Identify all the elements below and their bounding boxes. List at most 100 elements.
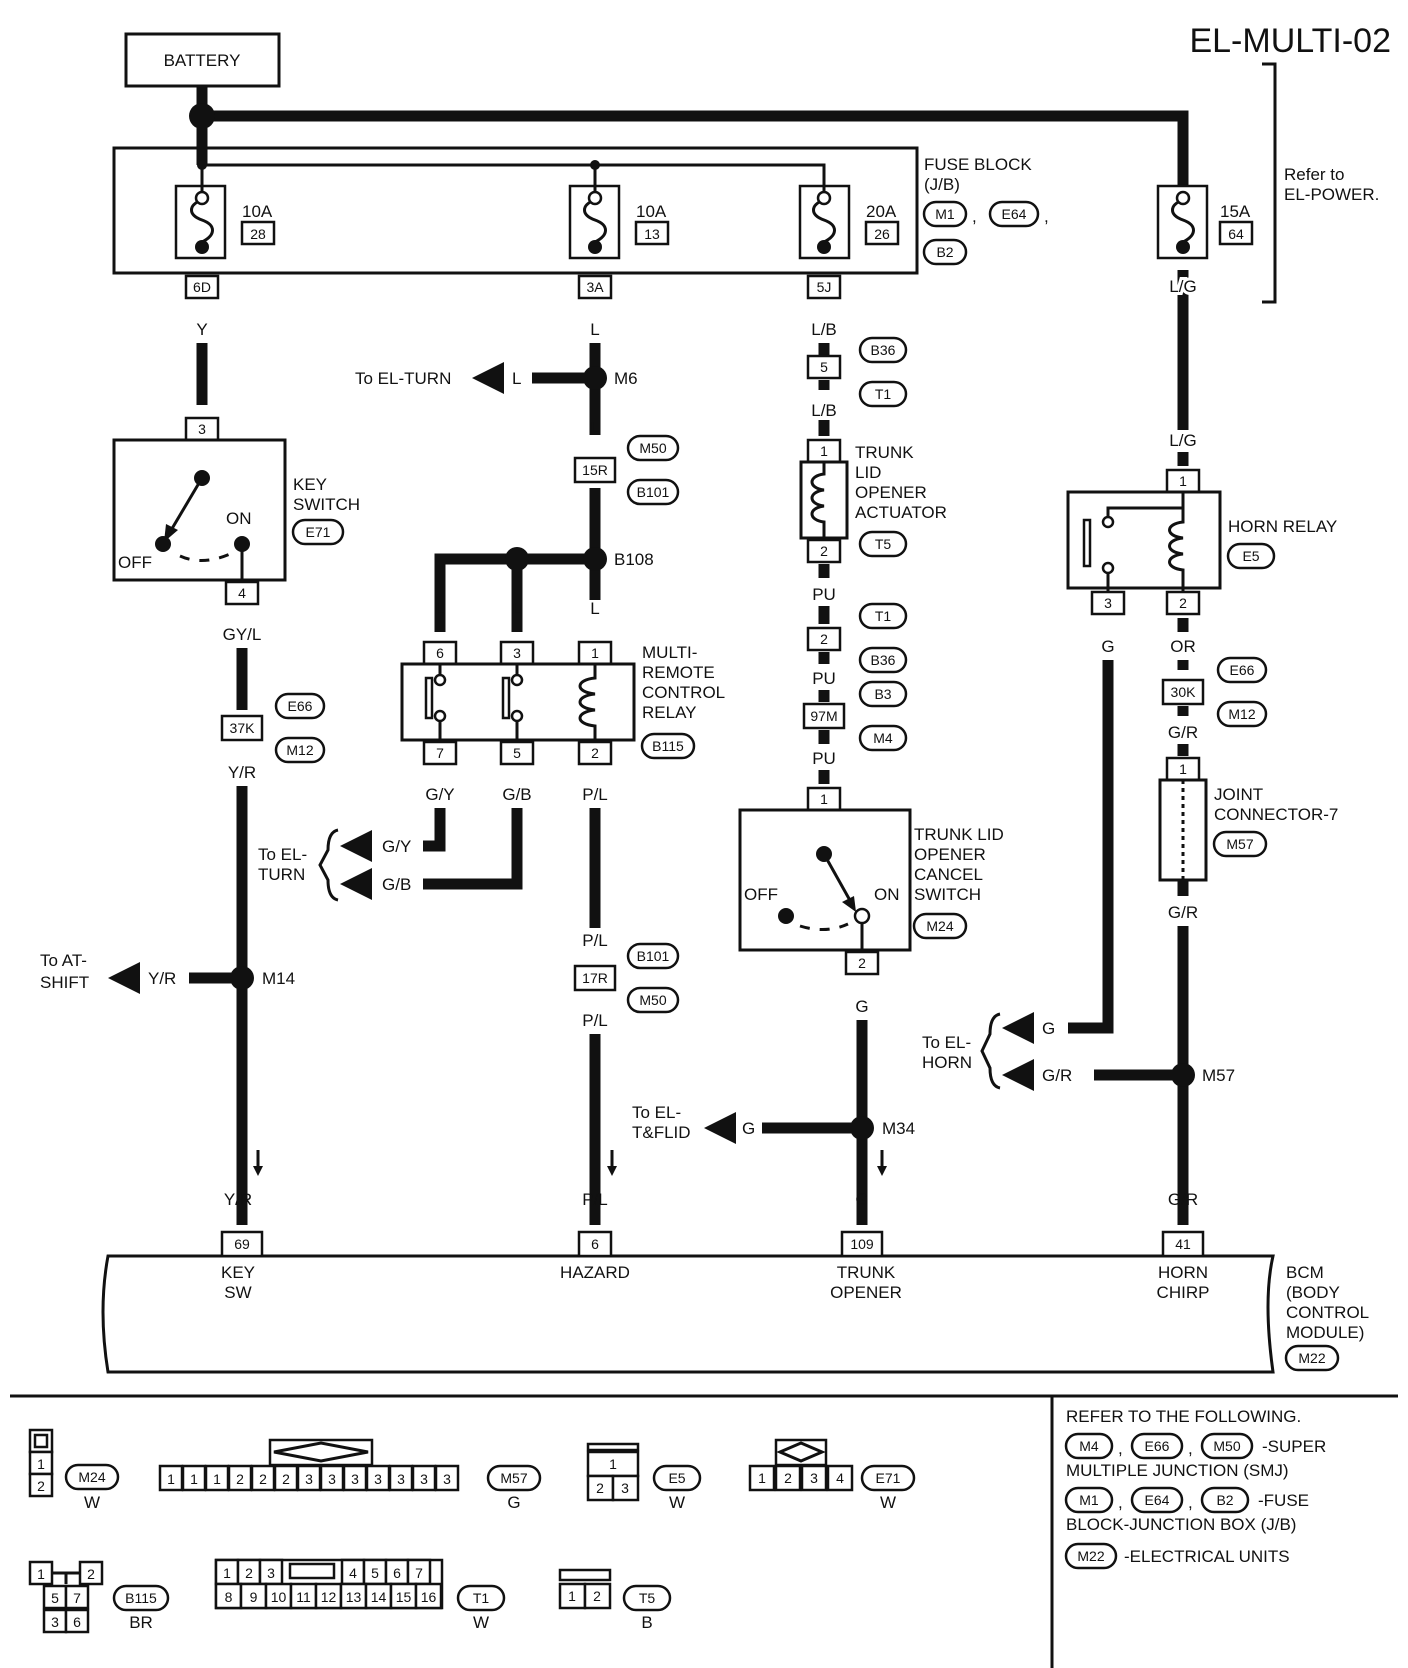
wire-l-1: L [590,320,599,339]
fuse-28: 10A 28 [174,175,276,260]
legend-m24-color: W [84,1493,100,1512]
joint-label-2: CONNECTOR-7 [1214,805,1338,824]
junction-m34: M34 [882,1119,915,1138]
diagram-title: EL-MULTI-02 [1189,22,1391,60]
wire-pu-2: PU [812,669,836,688]
bcm-label-4: MODULE) [1286,1323,1364,1342]
joint-ref: M57 [1226,836,1253,852]
legend-b115-pin-1: 1 [37,1566,45,1582]
cancel-on: ON [874,885,900,904]
key-switch-label-2: SWITCH [293,495,360,514]
legend-m57-pin: 1 [213,1471,221,1487]
bcm: 69 6 109 41 KEY SW HAZARD TRUNK OPENER H… [101,1230,1369,1374]
key-switch-label-1: KEY [293,475,327,494]
wire-yr-branch: Y/R [148,969,176,988]
legend-t1-pin: 11 [296,1589,311,1605]
horn-relay-pin-1: 1 [1179,473,1187,489]
wire-pl-4: P/L [582,1190,608,1209]
legend-e71: 1 2 3 4 E71 W [748,1438,916,1512]
smj-17r-label: 17R [582,970,608,986]
smj-97m: 97M B3 M4 [802,680,908,752]
term-6d: 6D [184,274,220,300]
bcm-label-3: CONTROL [1286,1303,1369,1322]
legend-m57-pin: 3 [420,1471,428,1487]
smj-37k-ref-1: E66 [288,698,313,714]
fuse-block: FUSE BLOCK (J/B) [112,116,1032,275]
legend-m57-color: G [507,1493,520,1512]
joint-pin: 1 [1179,761,1187,777]
battery-label: BATTERY [164,51,241,70]
legend-m57-pin: 2 [282,1471,290,1487]
legend-t1-key-slot [288,1562,336,1580]
legend-b115-pin-6: 6 [73,1614,81,1630]
legend-m57-pin: 1 [167,1471,175,1487]
relay-label-1: MULTI- [642,643,697,662]
wire-gr-3: G/R [1168,1190,1198,1209]
refer-jb-e64: E64 [1145,1492,1170,1508]
legend-m24-pin-1: 1 [37,1456,45,1472]
wire-lb-1: L/B [811,320,837,339]
refer-power-1: Refer to [1284,165,1344,184]
multi-remote-relay: 6 3 1 7 5 2 MULTI- REMOTE CONTROL RELAY … [400,640,725,766]
bcm-label-hazard: HAZARD [560,1263,630,1282]
bcm-pin-69: 69 [234,1236,250,1252]
smj-30k-label: 30K [1171,684,1197,700]
wire-gb-branch: G/B [382,875,411,894]
conn-2-ref-1: T1 [875,608,892,624]
legend-e71-color: W [880,1493,896,1512]
joint-label-1: JOINT [1214,785,1263,804]
conn-5-b36: 5 B36 T1 [806,336,908,408]
junction-m57: M57 [1202,1066,1235,1085]
legend-m24-ref: M24 [78,1469,105,1485]
fuse-64: 15A 64 [1156,184,1254,260]
bcm-label-trunk-1: TRUNK [837,1263,896,1282]
legend-e71-ref: E71 [876,1470,901,1486]
cancel-label-3: CANCEL [914,865,983,884]
wire-l-r2: L [512,599,521,618]
wire-gyl: GY/L [223,625,262,644]
horn-relay-pin-3: 3 [1104,595,1112,611]
legend-m57-pin: 3 [374,1471,382,1487]
svg-text:,: , [1044,207,1049,226]
wire-yr-1: Y/R [228,763,256,782]
bcm-label-1: BCM [1286,1263,1324,1282]
legend-b115-pin-2: 2 [87,1566,95,1582]
term-5j-label: 5J [817,279,832,295]
horn-relay: 1 3 2 HORN RELAY E5 [1066,468,1337,616]
legend-e71-pin-3: 3 [810,1470,818,1486]
conn-2-label: 2 [820,631,828,647]
conn-5-ref-1: B36 [871,342,896,358]
actuator-pin-1: 1 [820,443,828,459]
legend-m57-pin: 3 [328,1471,336,1487]
to-el-turn-1: To EL- [258,845,307,864]
wire-lg-2: L/G [1169,431,1196,450]
to-el-horn-1: To EL- [922,1033,971,1052]
smj-37k-label: 37K [230,720,256,736]
actuator-pin-2: 2 [820,543,828,559]
conn-2-t1: 2 T1 B36 [806,602,908,674]
key-switch-ref: E71 [306,524,331,540]
fuse-block-label-1: FUSE BLOCK [924,155,1032,174]
legend-e71-pin-1: 1 [758,1470,766,1486]
bcm-pin-109: 109 [850,1236,874,1252]
legend-b115: 1 2 5 7 3 6 B115 BR [28,1560,170,1634]
fuse-block-ref-e64: E64 [1002,206,1027,222]
legend-b115-ref: B115 [125,1590,157,1606]
legend-t1-pin: 3 [267,1565,275,1581]
key-switch: 3 OFF ON 4 KEY SWITCH E71 [112,416,360,606]
cancel-ref: M24 [926,918,953,934]
relay-pin-7: 7 [436,745,444,761]
smj-30k: 30K E66 M12 [1161,656,1268,728]
legend-b115-pin-5: 5 [51,1590,59,1606]
horn-relay-ref: E5 [1242,548,1259,564]
legend-t1-color: W [473,1613,489,1632]
legend-e5-pin-3: 3 [621,1480,629,1496]
legend-t1-pin: 5 [371,1565,379,1581]
junction-b108: B108 [614,550,654,569]
to-at-shift-2: SHIFT [40,973,89,992]
legend-m24-pin-2: 2 [37,1478,45,1494]
wire-g-1: G [855,997,868,1016]
refer-smj-text-1: -SUPER [1262,1437,1326,1456]
